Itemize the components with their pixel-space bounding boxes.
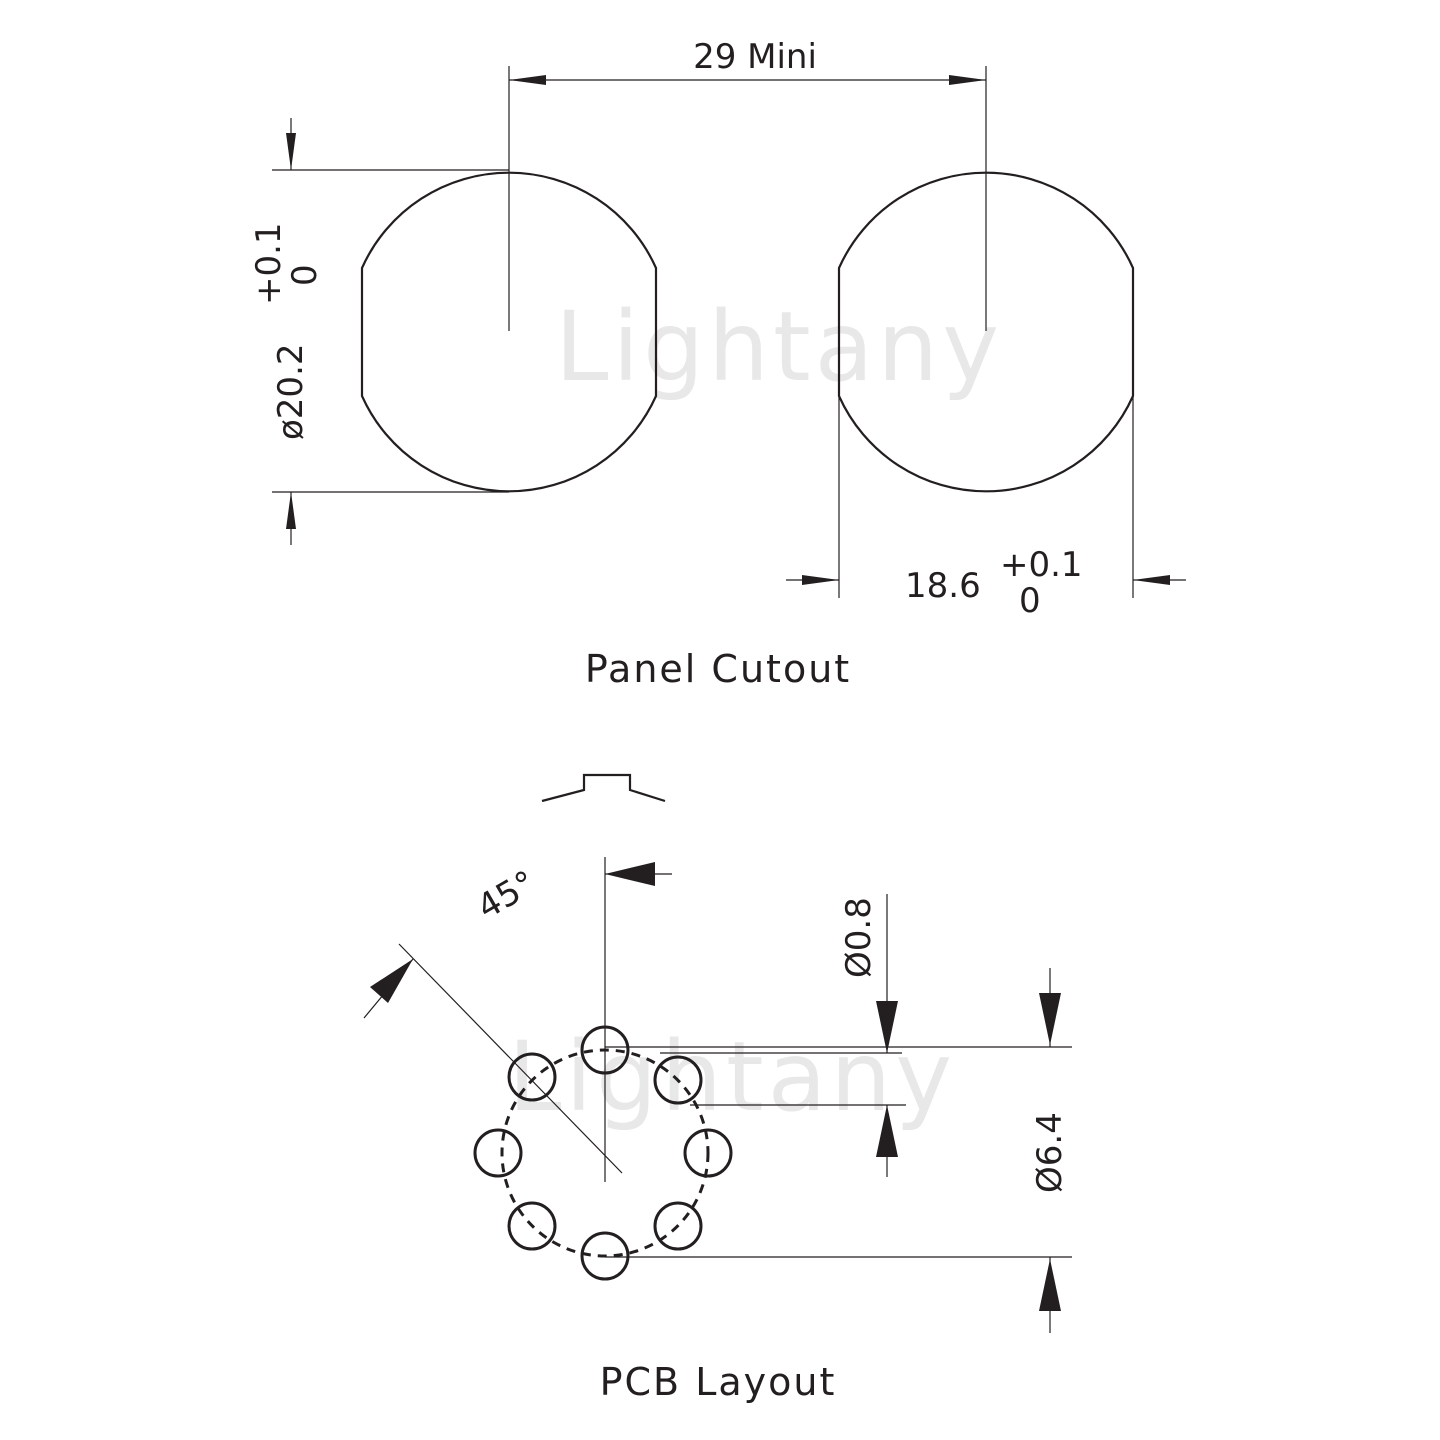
diameter-label: ø20.2 xyxy=(271,343,311,440)
arrow-icon xyxy=(876,1001,898,1053)
arrow-icon xyxy=(1039,993,1061,1045)
pitch-circle xyxy=(500,1048,710,1258)
arrow-icon xyxy=(286,133,296,170)
pin-hole xyxy=(580,1025,630,1075)
arrow-icon xyxy=(605,862,655,886)
arrow-icon xyxy=(802,575,839,585)
angle-label: 45° xyxy=(471,863,543,928)
pin-hole xyxy=(507,1052,557,1102)
diameter-tol-lower: 0 xyxy=(285,264,325,286)
flat-tol-upper: +0.1 xyxy=(1000,545,1083,585)
arrow-icon xyxy=(509,75,546,85)
pin-hole xyxy=(683,1128,733,1178)
pcb-diagonal-line xyxy=(398,943,623,1174)
left-cutout-shape xyxy=(360,171,658,493)
pin-hole xyxy=(653,1201,703,1251)
arrow-icon xyxy=(370,959,413,1003)
watermark-panel: Lightany xyxy=(555,291,1003,403)
flat-tol-lower: 0 xyxy=(1019,581,1041,621)
pin-hole xyxy=(473,1128,523,1178)
arrow-icon xyxy=(876,1105,898,1157)
pin-hole xyxy=(653,1055,703,1105)
pin-hole xyxy=(580,1231,630,1281)
flat-width-label: 18.6 xyxy=(905,566,981,606)
arrow-icon xyxy=(1039,1259,1061,1311)
diameter-tolerance-upper-group: +0.1 xyxy=(249,222,289,305)
pcb-layout-title: PCB Layout xyxy=(600,1360,837,1404)
pitch-circle-label: Ø6.4 xyxy=(1030,1112,1070,1193)
arrow-icon xyxy=(949,75,986,85)
diameter-tolerance-lower-group: 0 xyxy=(285,264,325,286)
diameter-tol-upper: +0.1 xyxy=(249,222,289,305)
arrow-icon xyxy=(286,492,296,529)
panel-cutout-title: Panel Cutout xyxy=(585,647,851,691)
watermark-pcb: Lightany xyxy=(508,1021,956,1133)
pitch-label: 29 Mini xyxy=(693,37,817,77)
panel-cutout-drawing: 29 Mini ø20.2 +0.1 0 18.6 +0.1 0 Panel C… xyxy=(249,37,1186,691)
pin-hole xyxy=(507,1201,557,1251)
arrow-icon xyxy=(1133,575,1170,585)
hole-diameter-label: Ø0.8 xyxy=(839,897,879,978)
diameter-dimension-text: ø20.2 xyxy=(271,343,311,440)
key-indicator-icon xyxy=(541,773,666,803)
